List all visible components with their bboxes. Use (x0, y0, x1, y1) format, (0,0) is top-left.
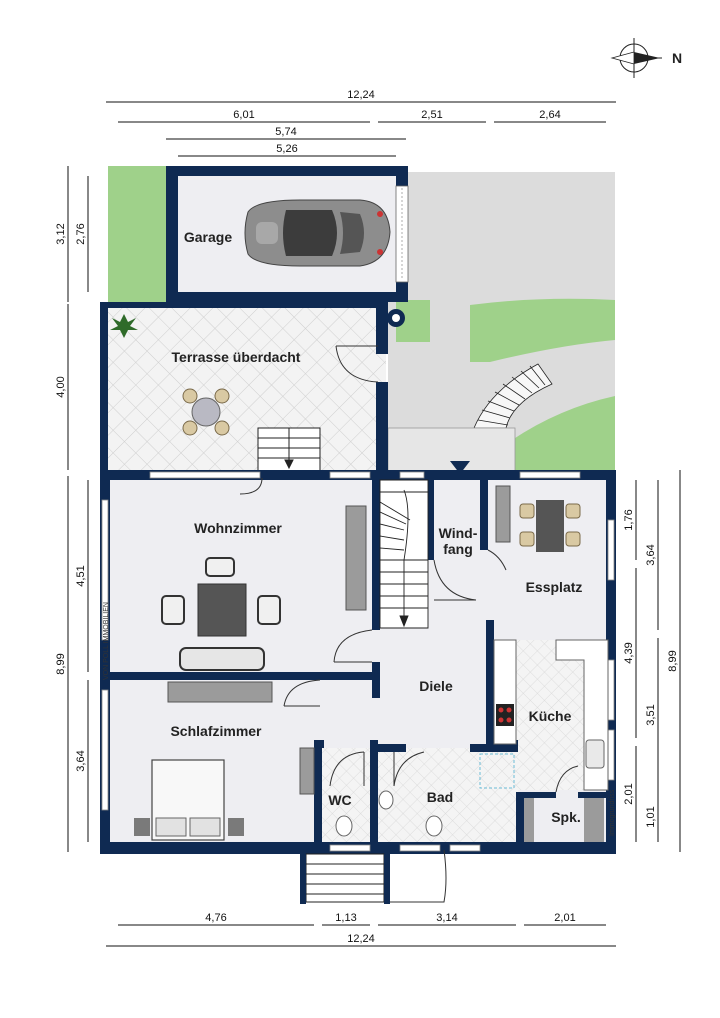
room-label-diele: Diele (419, 678, 453, 694)
terrace-table-icon (182, 388, 230, 436)
dim-top-c: 2,64 (539, 109, 560, 121)
sofa-icon (179, 647, 265, 671)
dining-furniture (495, 485, 581, 552)
dim-bottom-total: 12,24 (347, 933, 375, 945)
compass-icon (610, 38, 662, 78)
grass-left (108, 166, 166, 302)
plant-icon (110, 314, 138, 338)
bathroom-fixtures (335, 753, 515, 837)
dim-left-garage-outer: 3,12 (55, 223, 67, 244)
terrace-area: Terrasse überdacht (100, 302, 388, 474)
terrace-steps (257, 427, 321, 473)
toilet-icon (335, 815, 353, 837)
shower-icon (479, 753, 515, 789)
dim-left-garage-inner: 2,76 (75, 223, 87, 244)
dimension-lines (67, 101, 681, 947)
dim-right-total: 8,99 (667, 650, 679, 671)
dim-bottom-a: 4,76 (205, 912, 226, 924)
grass-patch-top (470, 298, 615, 362)
grass-patch-bottom (512, 396, 615, 470)
grass-patch-small (396, 300, 430, 342)
dim-right-4: 3,51 (645, 704, 657, 725)
room-label-wc: WC (328, 792, 351, 808)
dim-bottom-c: 3,14 (436, 912, 457, 924)
car-icon (244, 199, 391, 267)
entrance-steps (300, 849, 447, 904)
door-swings (239, 477, 579, 793)
dim-top-total: 12,24 (347, 89, 375, 101)
interior-stairs (379, 479, 429, 629)
compass-north-label: N (672, 50, 682, 66)
dim-right-6: 1,01 (645, 806, 657, 827)
outdoor-curved-stairs (473, 363, 553, 429)
sideboard-icon (345, 505, 367, 611)
sink-icon (585, 739, 605, 769)
kitchen-furniture (493, 639, 609, 791)
dim-top-d: 5,74 (275, 126, 296, 138)
living-furniture (161, 505, 367, 671)
dimension-labels: 12,24 6,01 2,51 2,64 5,74 5,26 3,12 2,76… (55, 89, 679, 945)
dim-left-schlaf: 3,64 (75, 750, 87, 771)
windows (101, 471, 615, 852)
dim-top-e: 5,26 (276, 143, 297, 155)
dim-left-wohn: 4,51 (75, 565, 87, 586)
wardrobe-icon (167, 681, 273, 703)
dim-left-terrace: 4,00 (55, 376, 67, 397)
dim-bottom-b: 1,13 (335, 912, 356, 924)
room-label-windfang-line1: Wind- (439, 525, 478, 541)
bad-floor (378, 748, 518, 844)
dining-table-icon (197, 583, 247, 637)
dim-top-a: 6,01 (233, 109, 254, 121)
room-label-windfang-line2: fang (443, 541, 473, 557)
dim-top-b: 2,51 (421, 109, 442, 121)
dim-right-3: 4,39 (623, 642, 635, 663)
dim-right-5: 2,01 (623, 783, 635, 804)
dim-right-1: 1,76 (623, 509, 635, 530)
stove-icon (496, 704, 514, 726)
dim-bottom-d: 2,01 (554, 912, 575, 924)
room-label-kueche: Küche (529, 708, 572, 724)
room-label-bad: Bad (427, 789, 453, 805)
room-label-schlafzimmer: Schlafzimmer (170, 723, 262, 739)
pantry (524, 798, 606, 842)
entry-arrow-icon (450, 461, 470, 474)
entry-porch (387, 427, 516, 473)
room-label-terrace: Terrasse überdacht (172, 349, 301, 365)
bedroom-furniture (134, 681, 315, 841)
bad-toilet-icon (425, 815, 443, 837)
washbasin-icon (378, 790, 394, 810)
dim-left-house-total: 8,99 (55, 653, 67, 674)
watermark-side: Immogrundriss (609, 789, 616, 836)
watermark-brand: VON POLL IMMOBILIEN (103, 602, 110, 680)
outdoor-area (108, 166, 615, 474)
dim-right-2: 3,64 (645, 544, 657, 565)
room-label-wohnzimmer: Wohnzimmer (194, 520, 282, 536)
garage-room: Garage (166, 166, 409, 302)
main-house: Wohnzimmer Wind- fang Essplatz Diele Küc… (100, 470, 616, 904)
room-label-garage: Garage (184, 229, 232, 245)
room-label-essplatz: Essplatz (526, 579, 583, 595)
room-label-spk: Spk. (551, 809, 581, 825)
